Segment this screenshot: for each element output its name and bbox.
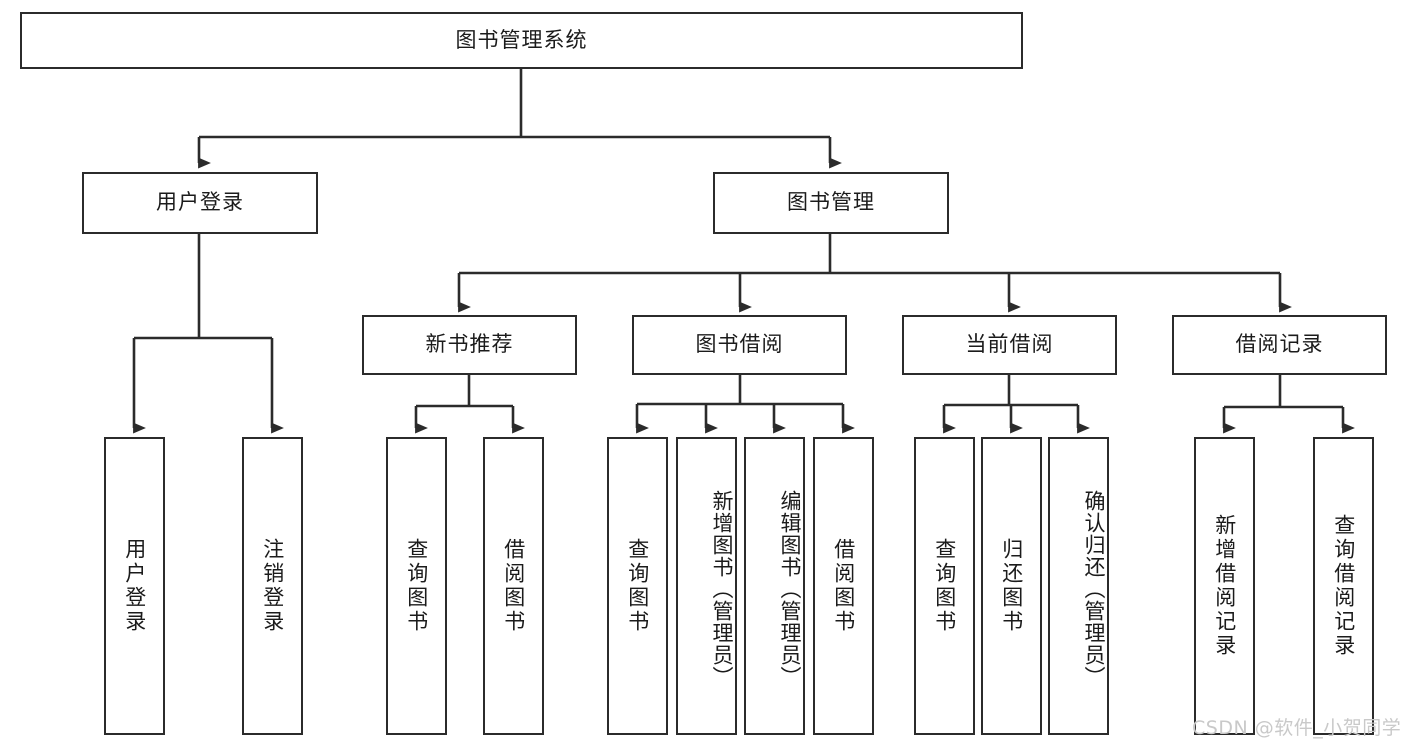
leaf-query-book-2[interactable]: 查询图书 <box>607 437 668 735</box>
node-book-manage[interactable]: 图书管理 <box>713 172 949 234</box>
node-current-borrow[interactable]: 当前借阅 <box>902 315 1117 375</box>
leaf-confirm-return[interactable]: 确认归还（管理员） <box>1048 437 1109 735</box>
node-new-book-rec[interactable]: 新书推荐 <box>362 315 577 375</box>
leaf-borrow-book-2[interactable]: 借阅图书 <box>813 437 874 735</box>
node-root[interactable]: 图书管理系统 <box>20 12 1023 69</box>
node-book-borrow[interactable]: 图书借阅 <box>632 315 847 375</box>
node-borrow-record[interactable]: 借阅记录 <box>1172 315 1387 375</box>
leaf-borrow-book-1[interactable]: 借阅图书 <box>483 437 544 735</box>
watermark-text: CSDN @软件_小贺同学 <box>1192 717 1402 739</box>
leaf-user-login[interactable]: 用户登录 <box>104 437 165 735</box>
leaf-add-book[interactable]: 新增图书（管理员） <box>676 437 737 735</box>
leaf-add-record[interactable]: 新增借阅记录 <box>1194 437 1255 735</box>
leaf-query-book-3[interactable]: 查询图书 <box>914 437 975 735</box>
leaf-return-book[interactable]: 归还图书 <box>981 437 1042 735</box>
leaf-edit-book[interactable]: 编辑图书（管理员） <box>744 437 805 735</box>
leaf-query-record[interactable]: 查询借阅记录 <box>1313 437 1374 735</box>
leaf-query-book-1[interactable]: 查询图书 <box>386 437 447 735</box>
leaf-user-logout[interactable]: 注销登录 <box>242 437 303 735</box>
node-user-login[interactable]: 用户登录 <box>82 172 318 234</box>
